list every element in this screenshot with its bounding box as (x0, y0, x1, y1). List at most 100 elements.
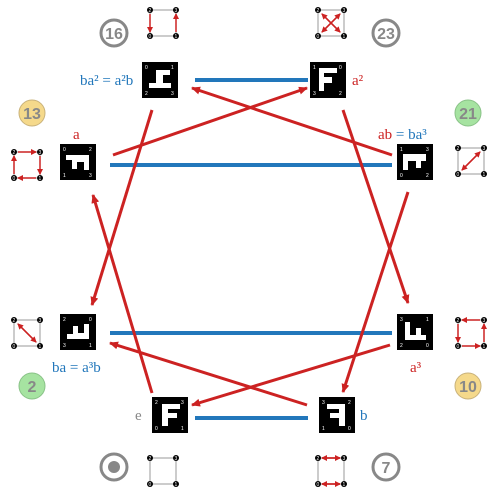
svg-text:2: 2 (13, 318, 16, 324)
svg-text:1: 1 (181, 426, 184, 432)
tile-a2: 1 0 3 2 (310, 62, 346, 98)
svg-text:2: 2 (145, 91, 148, 97)
perm-square-23: 2 3 0 1 (315, 7, 347, 40)
svg-text:3: 3 (39, 150, 42, 156)
circle-7: 7 (371, 452, 401, 482)
svg-text:0: 0 (339, 65, 342, 71)
red-arrow-ab-to-a2b (191, 86, 393, 157)
svg-text:2: 2 (317, 456, 320, 462)
svg-text:0: 0 (317, 482, 320, 488)
svg-text:3: 3 (171, 91, 174, 97)
circle-identity (99, 452, 129, 482)
svg-text:3: 3 (89, 173, 92, 179)
circle-2: 2 (18, 372, 46, 400)
svg-text:1: 1 (483, 344, 486, 350)
svg-text:10: 10 (459, 379, 477, 396)
tile-ba: 2 0 3 1 (60, 314, 96, 350)
svg-text:2: 2 (400, 343, 403, 349)
svg-text:0: 0 (317, 34, 320, 40)
svg-text:2: 2 (155, 400, 158, 406)
svg-text:1: 1 (322, 426, 325, 432)
red-arrow-a-to-a2 (112, 86, 308, 157)
circle-23: 23 (371, 18, 401, 48)
label-a2b: ba² = a²b (80, 73, 133, 89)
svg-text:1: 1 (400, 147, 403, 153)
svg-text:0: 0 (400, 173, 403, 179)
circle-13: 13 (18, 99, 46, 127)
circle-16: 16 (99, 18, 129, 48)
svg-text:3: 3 (175, 8, 178, 14)
svg-text:2: 2 (28, 379, 37, 396)
perm-square-2: 2 3 0 1 (11, 317, 43, 350)
svg-text:3: 3 (483, 146, 486, 152)
svg-text:1: 1 (39, 176, 42, 182)
tile-ab: 1 3 0 2 (397, 144, 433, 180)
svg-text:0: 0 (63, 147, 66, 153)
svg-text:2: 2 (457, 146, 460, 152)
svg-text:0: 0 (149, 34, 152, 40)
svg-text:2: 2 (339, 91, 342, 97)
svg-text:2: 2 (63, 317, 66, 323)
svg-text:3: 3 (322, 400, 325, 406)
red-arrow-a2b-to-ba (90, 109, 154, 306)
red-arrow-b-to-ab (341, 191, 410, 393)
svg-text:3: 3 (483, 318, 486, 324)
svg-text:3: 3 (63, 343, 66, 349)
svg-text:2: 2 (426, 173, 429, 179)
svg-text:0: 0 (155, 426, 158, 432)
svg-text:0: 0 (13, 344, 16, 350)
svg-text:2: 2 (149, 8, 152, 14)
perm-square-7: 2 3 0 1 (315, 455, 347, 488)
svg-text:3: 3 (39, 318, 42, 324)
svg-text:1: 1 (483, 172, 486, 178)
svg-text:1: 1 (343, 34, 346, 40)
svg-text:2: 2 (317, 8, 320, 14)
circle-21: 21 (454, 99, 482, 127)
red-edges (90, 86, 410, 407)
circle-10: 10 (454, 372, 482, 400)
svg-text:0: 0 (457, 344, 460, 350)
svg-text:1: 1 (175, 482, 178, 488)
svg-text:0: 0 (426, 343, 429, 349)
svg-text:0: 0 (89, 317, 92, 323)
svg-text:13: 13 (23, 106, 41, 123)
svg-text:1: 1 (63, 173, 66, 179)
svg-text:23: 23 (377, 26, 395, 43)
svg-text:3: 3 (343, 456, 346, 462)
label-a: a (73, 127, 80, 143)
svg-text:3: 3 (426, 147, 429, 153)
svg-text:1: 1 (343, 482, 346, 488)
label-e: e (135, 408, 142, 424)
label-a2: a² (352, 73, 364, 89)
perm-square-10: 2 3 0 1 (455, 317, 487, 350)
label-b: b (360, 408, 368, 424)
perm-square-21: 2 3 0 1 (455, 145, 487, 178)
svg-text:16: 16 (105, 26, 123, 43)
svg-text:1: 1 (313, 65, 316, 71)
svg-text:0: 0 (145, 65, 148, 71)
red-arrow-ba-to-b (109, 341, 308, 407)
tile-a: 0 2 1 3 (60, 144, 96, 180)
svg-text:1: 1 (39, 344, 42, 350)
svg-text:0: 0 (149, 482, 152, 488)
svg-text:0: 0 (457, 172, 460, 178)
svg-text:0: 0 (348, 426, 351, 432)
svg-text:2: 2 (149, 456, 152, 462)
svg-text:1: 1 (426, 317, 429, 323)
label-ab: ab = ba³ (378, 127, 427, 143)
svg-text:3: 3 (313, 91, 316, 97)
svg-text:3: 3 (343, 8, 346, 14)
svg-text:2: 2 (457, 318, 460, 324)
label-a3: a³ (410, 360, 422, 376)
label-ba: ba = a³b (52, 360, 101, 376)
svg-text:0: 0 (13, 176, 16, 182)
red-arrow-a3-to-e (191, 343, 391, 407)
svg-text:7: 7 (382, 460, 391, 477)
svg-text:1: 1 (89, 343, 92, 349)
svg-text:3: 3 (400, 317, 403, 323)
svg-text:2: 2 (89, 147, 92, 153)
red-arrow-e-to-a (91, 194, 154, 394)
